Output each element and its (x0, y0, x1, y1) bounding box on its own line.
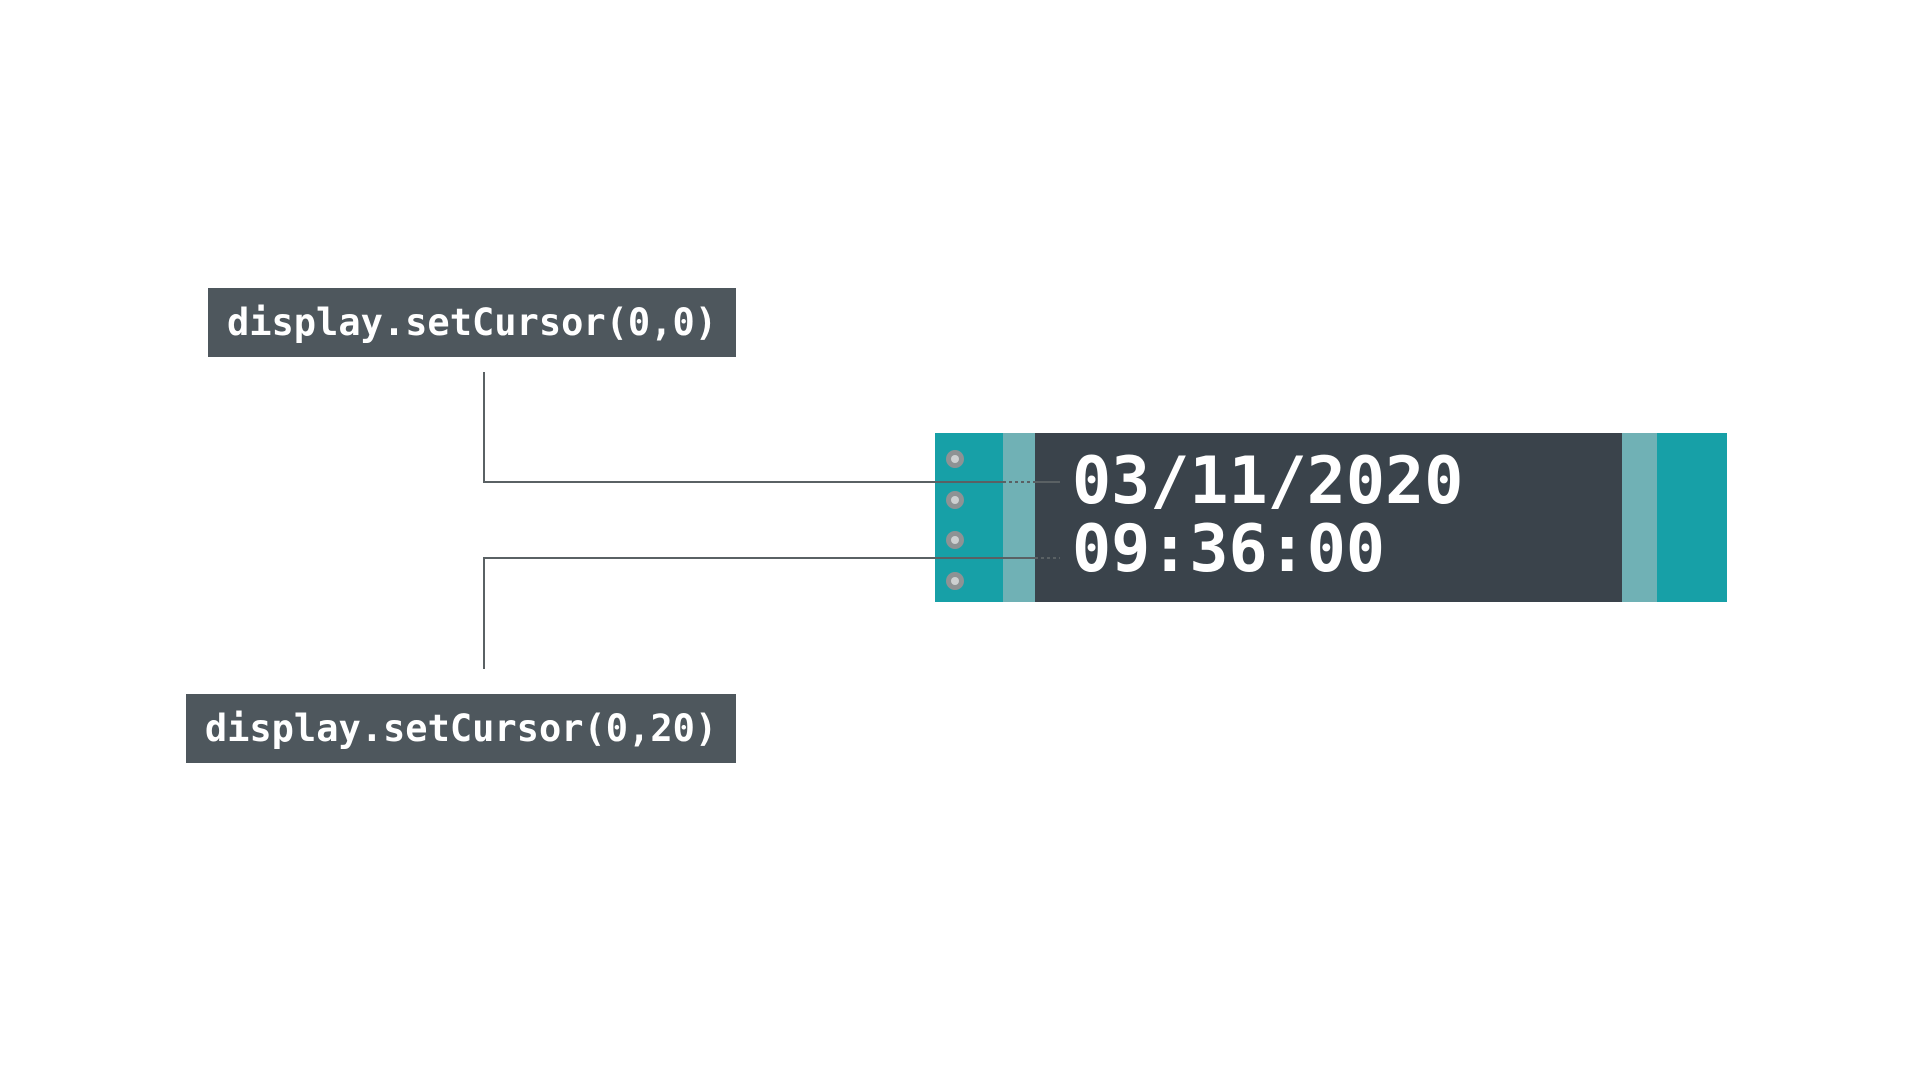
pin-pad-icon (946, 572, 964, 590)
connector-line-2-dashed-segment (1035, 557, 1060, 559)
pin-pad-icon (946, 450, 964, 468)
screen-date-text: 03/11/2020 (1072, 444, 1464, 519)
module-left-pin-strip (935, 433, 1003, 602)
module-right-bezel-strip (1622, 433, 1657, 602)
oled-module: 03/11/2020 09:36:00 (935, 433, 1727, 602)
module-left-bezel-strip (1003, 433, 1035, 602)
connector-line-2-horizontal (483, 557, 1035, 559)
code-label-setcursor-0-0: display.setCursor(0,0) (208, 288, 736, 357)
code-label-text: display.setCursor(0,20) (204, 707, 718, 750)
module-right-pin-strip (1657, 433, 1727, 602)
pin-center-icon (951, 455, 959, 463)
pin-pad-icon (946, 491, 964, 509)
connector-line-1-dashed-segment (1003, 481, 1035, 483)
connector-line-1-horizontal (483, 481, 1003, 483)
pin-pad-icon (946, 531, 964, 549)
screen-time-text: 09:36:00 (1072, 512, 1386, 587)
oled-screen: 03/11/2020 09:36:00 (1035, 433, 1622, 602)
connector-line-1-tip (1035, 481, 1060, 483)
connector-line-1-vertical (483, 372, 485, 482)
code-label-text: display.setCursor(0,0) (226, 301, 718, 344)
pin-center-icon (951, 536, 959, 544)
connector-line-2-vertical (483, 559, 485, 669)
pin-center-icon (951, 577, 959, 585)
pin-center-icon (951, 496, 959, 504)
code-label-setcursor-0-20: display.setCursor(0,20) (186, 694, 736, 763)
